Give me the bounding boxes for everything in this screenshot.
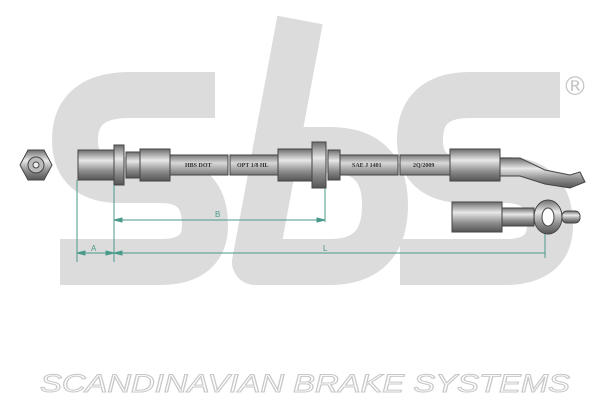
dimension-label-l: L: [323, 244, 328, 253]
brand-line: SCANDINAVIAN BRAKE SYSTEMS: [40, 370, 570, 398]
registered-mark: ®: [562, 72, 588, 102]
brake-hose: [77, 141, 586, 189]
dimension-label-b: B: [215, 210, 220, 219]
hose-marking: 2Q/2009: [413, 163, 434, 169]
hex-nut-end-view: [19, 149, 53, 181]
hose-marking: SAE J 1401: [352, 163, 382, 169]
hose-marking: OPT 1/8 HL: [237, 163, 269, 169]
banjo-fitting: [451, 199, 581, 235]
hose-marking: HBS DOT: [185, 163, 212, 169]
dimension-lines: [76, 180, 546, 262]
dimension-label-a: A: [91, 244, 97, 253]
